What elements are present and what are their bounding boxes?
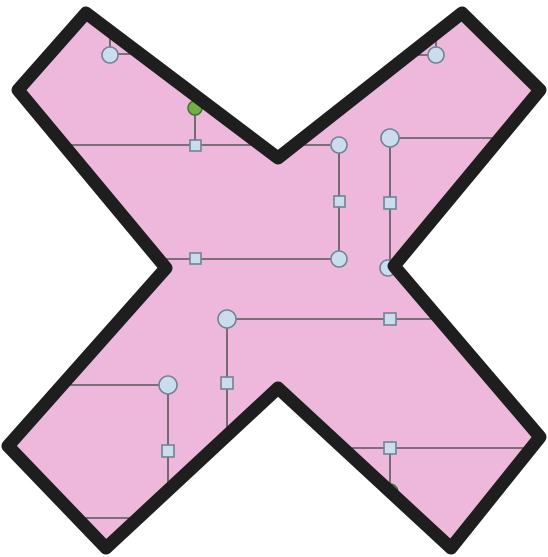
node-circle	[217, 309, 237, 329]
node-square	[189, 252, 202, 265]
node-circle	[101, 46, 119, 64]
node-circle	[330, 250, 348, 268]
node-square	[333, 195, 346, 208]
node-circle	[158, 375, 178, 395]
node-square	[189, 139, 202, 152]
x-outline	[1, 6, 547, 555]
x-fill	[8, 13, 540, 548]
node-square	[220, 376, 234, 390]
node-square	[383, 312, 397, 326]
node-circle	[330, 136, 348, 154]
node-square	[383, 196, 397, 210]
node-circle	[427, 46, 445, 64]
node-circle	[380, 128, 400, 148]
node-square	[383, 441, 397, 455]
node-square	[161, 444, 175, 458]
